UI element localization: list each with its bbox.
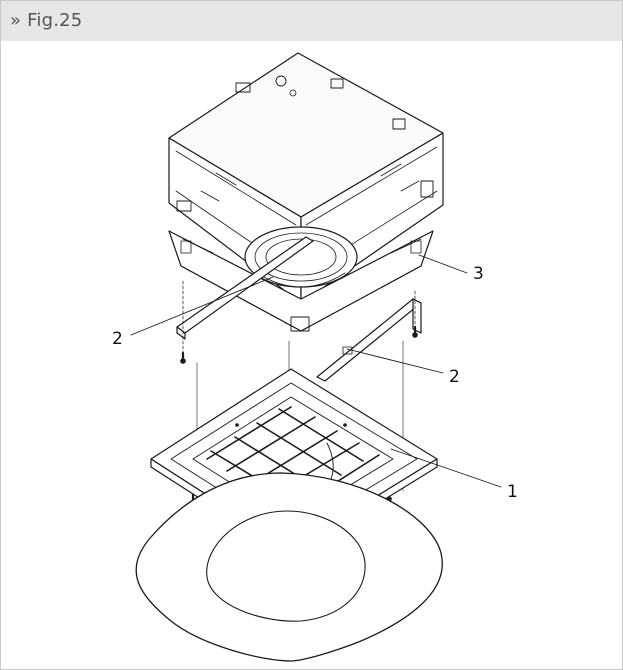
leader-arrow-icon: [418, 254, 468, 274]
leader-arrow-icon: [346, 348, 444, 374]
callout-1: 1: [507, 482, 518, 502]
leader-arrow-icon: [130, 276, 274, 336]
decorative-cover: [135, 472, 443, 662]
callout-3: 3: [473, 264, 484, 284]
callout-2-right: 2: [449, 367, 460, 387]
mounting-frame-3: [168, 226, 434, 332]
figure-title: » Fig.25: [10, 10, 83, 31]
exploded-assembly-diagram: 3 2 2 1: [112, 52, 518, 662]
leader-arrow-icon: [390, 448, 502, 488]
leader-lines: [130, 254, 502, 488]
figure-header: » Fig.25: [1, 1, 622, 41]
callout-2-left: 2: [112, 329, 123, 349]
